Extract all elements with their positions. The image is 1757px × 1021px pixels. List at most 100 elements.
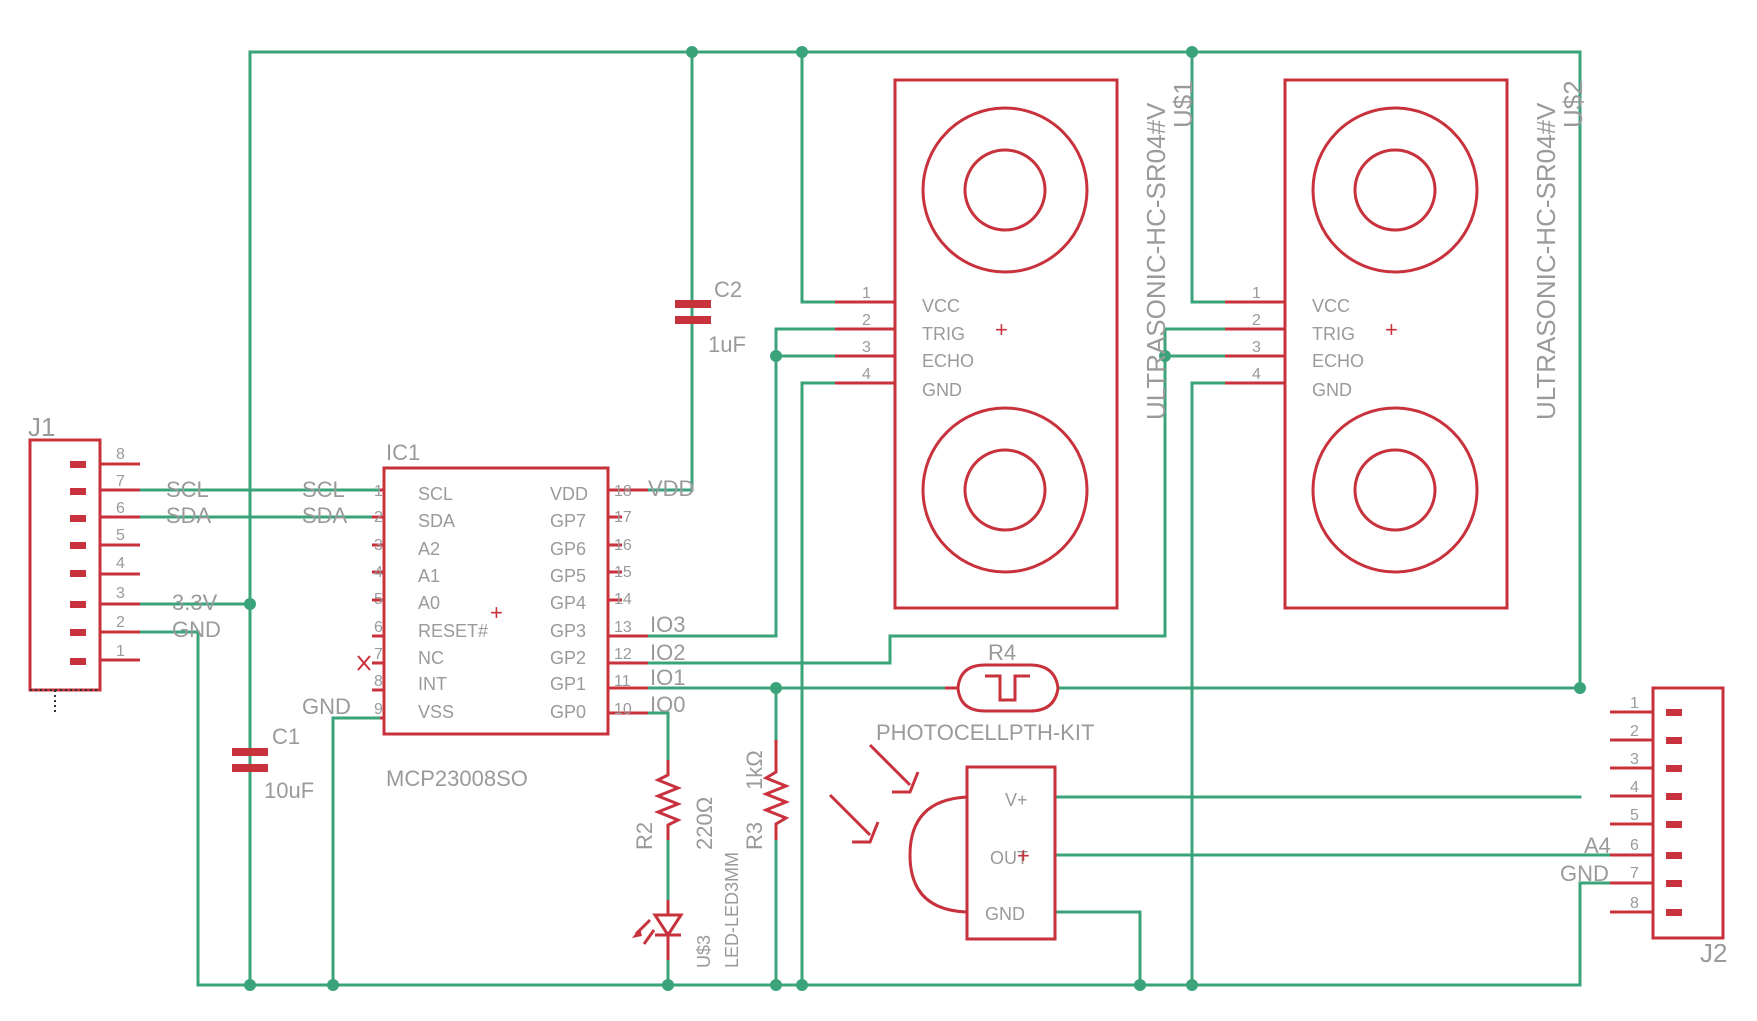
us1-value: ULTRASONIC-HC-SR04#V [1141,102,1171,420]
resistor-r2[interactable]: R2 220Ω [632,760,717,850]
us2-pin-trig: TRIG [1312,324,1355,344]
j2-pin: 6 [1610,837,1682,859]
ic1-pin-gp3: GP3 [550,621,586,641]
led-arrow [632,928,642,938]
junctions [244,46,1586,991]
us2-pin-number: 3 [1252,339,1261,356]
us1-trig-wire [774,327,837,358]
ic1-right-pins [608,488,648,715]
ic1-value: MCP23008SO [386,766,528,791]
resistor-r3[interactable]: R3 1kΩ [742,740,791,850]
c1-plate [232,764,268,772]
svg-text:7: 7 [116,473,125,490]
ic1-pin-number: 17 [614,509,632,526]
junction-dot [1159,350,1171,362]
ir-arrow [828,793,872,837]
r3-name: R3 [742,822,767,850]
net-label-a4: A4 [1584,833,1611,858]
photocell-body [945,663,1060,713]
capacitor-c1[interactable]: C1 10uF [232,724,314,803]
nc-cross [357,655,371,671]
svg-text:3: 3 [116,585,125,602]
ic1-pin-number: 8 [374,673,383,690]
j1-pin: 2 [70,614,140,636]
us1-vcc-wire [800,50,837,304]
j1-gnd-wire [138,630,200,987]
j1-connector[interactable]: J1 8 7 6 5 4 3 2 1 SCL SDA 3.3V GND [28,412,221,712]
ultrasonic-sensor-2[interactable]: + 1 2 3 4 VCC TRIG ECHO GND ULTRASONIC-H… [1225,78,1588,610]
svg-text:3: 3 [1630,751,1639,768]
ic1-pin-gp7: GP7 [550,511,586,531]
ir-arrow [892,771,920,794]
io3-wire [646,354,778,638]
led-u3[interactable]: U$3 LED-LED3MM [632,852,742,968]
ic1-pin-gp1: GP1 [550,674,586,694]
j2-pin: 2 [1610,723,1682,744]
j2-connector[interactable]: J2 1 2 3 4 5 6 7 8 A4 GND [1560,686,1727,968]
ir-pin-gnd: GND [985,904,1025,924]
j1-pin: 8 [70,446,140,468]
us1-body [893,78,1119,610]
led-arrow [642,929,656,945]
ir-receiver[interactable]: V+ OUT GND + [828,743,1057,941]
vss-gnd-wire [331,716,382,987]
svg-text:8: 8 [116,446,125,463]
j1-origin-mark [30,689,100,712]
c2-value: 1uF [708,332,746,357]
us2-pin-number: 4 [1252,366,1261,383]
ic1-pin-reset: RESET# [418,621,488,641]
net-label-io2: IO2 [650,640,685,665]
origin-cross: + [490,600,503,625]
us2-gnd-wire [1190,381,1227,987]
j2-pin: 1 [1610,695,1682,716]
c2-plate [675,316,711,324]
net-label-gnd: GND [302,694,351,719]
ir-pin-out: OUT [990,848,1028,868]
ic1-mcp23008[interactable]: IC1 MCP23008SO + SCL SDA A2 A1 A0 RESET#… [302,440,694,791]
net-label-scl: SCL [166,477,209,502]
ic1-pin-number: 12 [614,646,632,663]
ultrasonic-sensor-1[interactable]: + 1 2 3 4 VCC TRIG ECHO GND ULTRASONIC-H… [835,78,1198,610]
svg-text:2: 2 [1630,723,1639,740]
photocell-r4[interactable]: R4 PHOTOCELLPTH-KIT [876,640,1094,745]
svg-text:1: 1 [1630,695,1639,712]
ic1-pin-number: 7 [374,646,383,663]
net-label-io3: IO3 [650,612,685,637]
ic1-pin-vdd: VDD [550,484,588,504]
ic1-pin-number: 18 [614,483,632,500]
j1-pin: 7 [70,473,140,495]
r3-zigzag [761,740,791,840]
j2-pin: 7 [1610,865,1682,887]
net-label-sda: SDA [302,503,348,528]
ic1-pin-int: INT [418,674,447,694]
j1-pin: 1 [70,643,140,665]
c2-name: C2 [714,277,742,302]
io2-wire [646,354,1167,665]
us2-pin-echo: ECHO [1312,351,1364,371]
junction-dot [1134,979,1146,991]
c2-plate [675,300,711,308]
net-label-scl: SCL [302,477,345,502]
capacitor-c2[interactable]: C2 1uF [675,277,746,357]
wires [138,50,1612,987]
j2-pin: 8 [1610,895,1682,916]
junction-dot [1186,46,1198,58]
ir-arrow [868,743,912,787]
svg-text:6: 6 [116,500,125,517]
us1-pin-number: 2 [862,312,871,329]
us2-value: ULTRASONIC-HC-SR04#V [1531,102,1561,420]
r4-value: PHOTOCELLPTH-KIT [876,720,1094,745]
ic1-pin-number: 11 [614,673,631,690]
ic1-pin-a0: A0 [418,593,440,613]
junction-dot [770,979,782,991]
ic1-pin-number: 10 [614,701,632,718]
top-rail-wire [248,50,1582,687]
junction-dot [327,979,339,991]
junction-dot [244,979,256,991]
us1-transducer-outer [921,106,1089,274]
svg-text:5: 5 [116,527,125,544]
us2-vcc-wire [1190,50,1227,304]
svg-text:5: 5 [1630,807,1639,824]
ic1-pin-sda: SDA [418,511,455,531]
ic1-pin-number: 16 [614,537,632,554]
